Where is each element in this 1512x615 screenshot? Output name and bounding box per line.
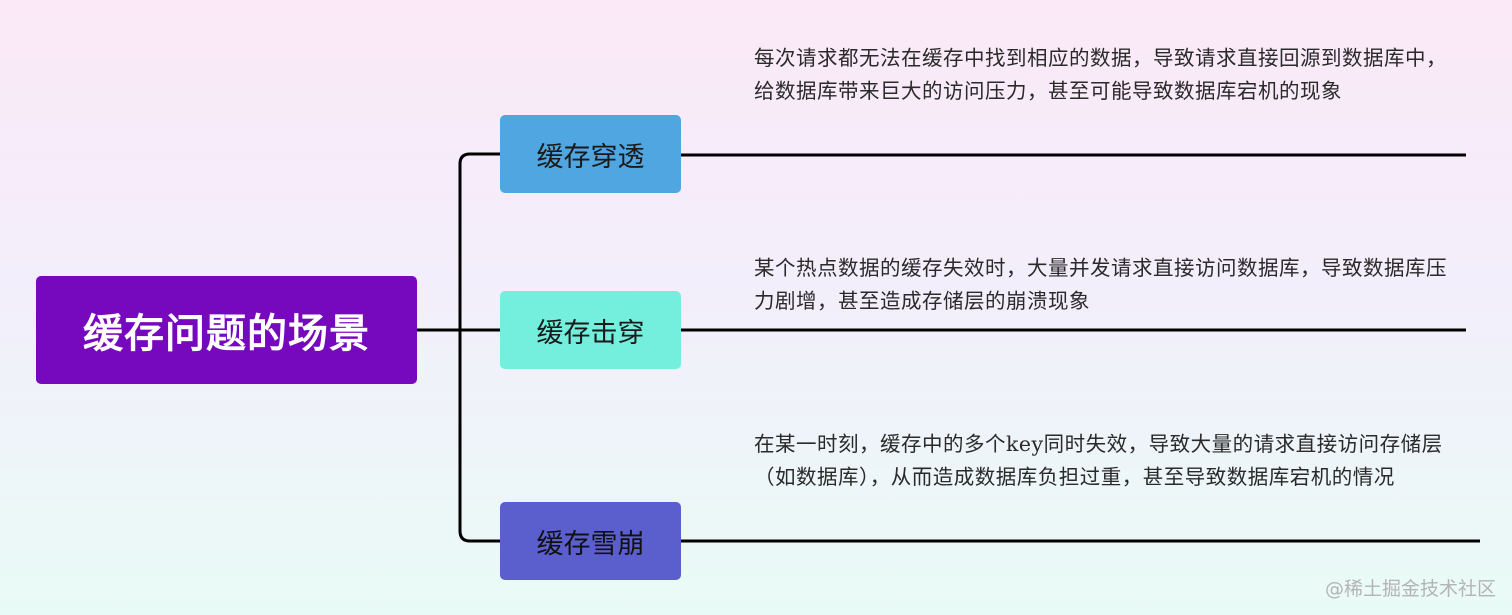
description-cache-penetration: 每次请求都无法在缓存中找到相应的数据，导致请求直接回源到数据库中，给数据库带来巨…: [754, 46, 1447, 103]
description-cache-avalanche: 在某一时刻，缓存中的多个key同时失效，导致大量的请求直接访问存储层（如数据库）…: [754, 432, 1443, 489]
branch-node-cache-avalanche[interactable]: 缓存雪崩: [500, 502, 681, 580]
branch-node-cache-penetration[interactable]: 缓存穿透: [500, 115, 681, 193]
connector-trunk: [458, 152, 500, 543]
branch-node-cache-breakdown[interactable]: 缓存击穿: [500, 291, 681, 369]
root-node[interactable]: 缓存问题的场景: [36, 276, 417, 384]
description-cache-breakdown: 某个热点数据的缓存失效时，大量并发请求直接访问数据库，导致数据库压力剧增，甚至造…: [754, 256, 1447, 313]
watermark: @稀土掘金技术社区: [1324, 578, 1496, 600]
